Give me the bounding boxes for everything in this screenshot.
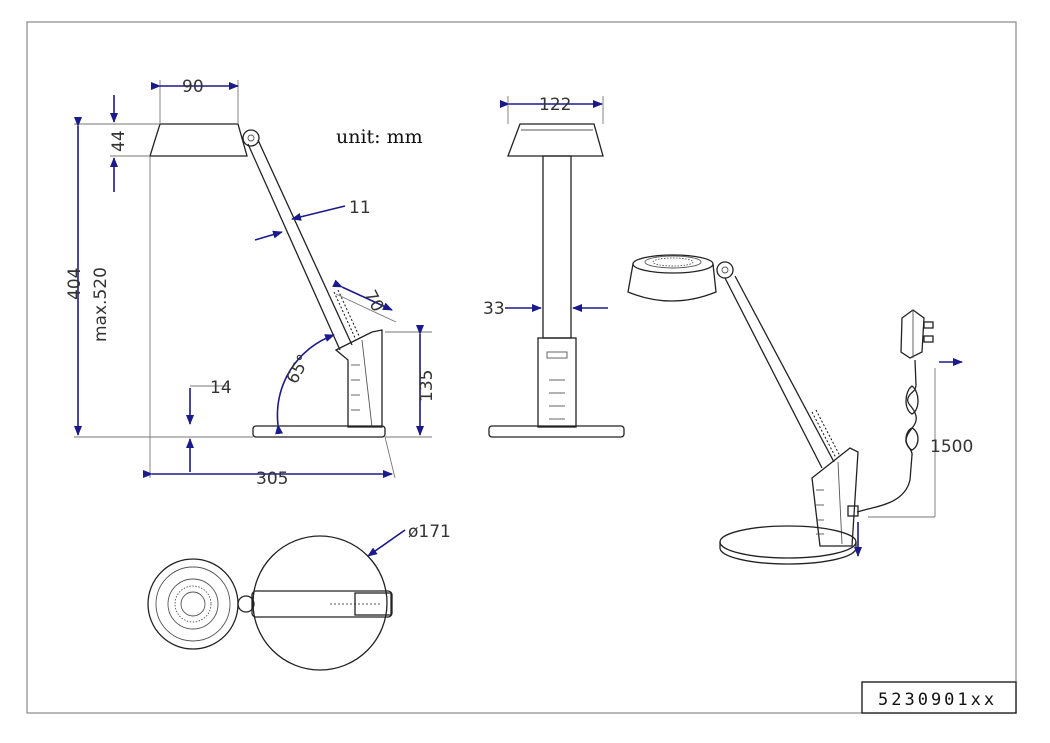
side-view: 90 44 11 404 max.520 70 65° 14 135 305	[65, 77, 437, 489]
top-view: ø171	[147, 522, 451, 671]
dim-total-height: 404	[65, 268, 85, 300]
front-view: 122 33	[483, 95, 625, 438]
dim-stand-height: 135	[417, 370, 437, 402]
dim-base-diameter: ø171	[408, 522, 451, 542]
dim-arm-width: 11	[349, 198, 371, 218]
perspective-view: 1500	[627, 254, 973, 565]
dim-base-length: 305	[256, 469, 288, 489]
dim-head-width-side: 90	[182, 77, 204, 97]
dim-angle: 65°	[283, 351, 315, 387]
dim-max-height: max.520	[91, 267, 111, 342]
dim-joint-length: 70	[360, 287, 388, 315]
dim-head-height-side: 44	[109, 130, 129, 152]
dim-head-width-front: 122	[539, 95, 571, 115]
unit-label: unit: mm	[336, 126, 423, 148]
title-block: 5230901xx	[861, 681, 1017, 714]
dim-base-thickness: 14	[210, 378, 232, 398]
dim-cable-length: 1500	[930, 437, 973, 457]
part-number: 5230901xx	[878, 690, 997, 710]
dim-stem-width: 33	[483, 299, 505, 319]
drawing-frame	[26, 21, 1017, 714]
